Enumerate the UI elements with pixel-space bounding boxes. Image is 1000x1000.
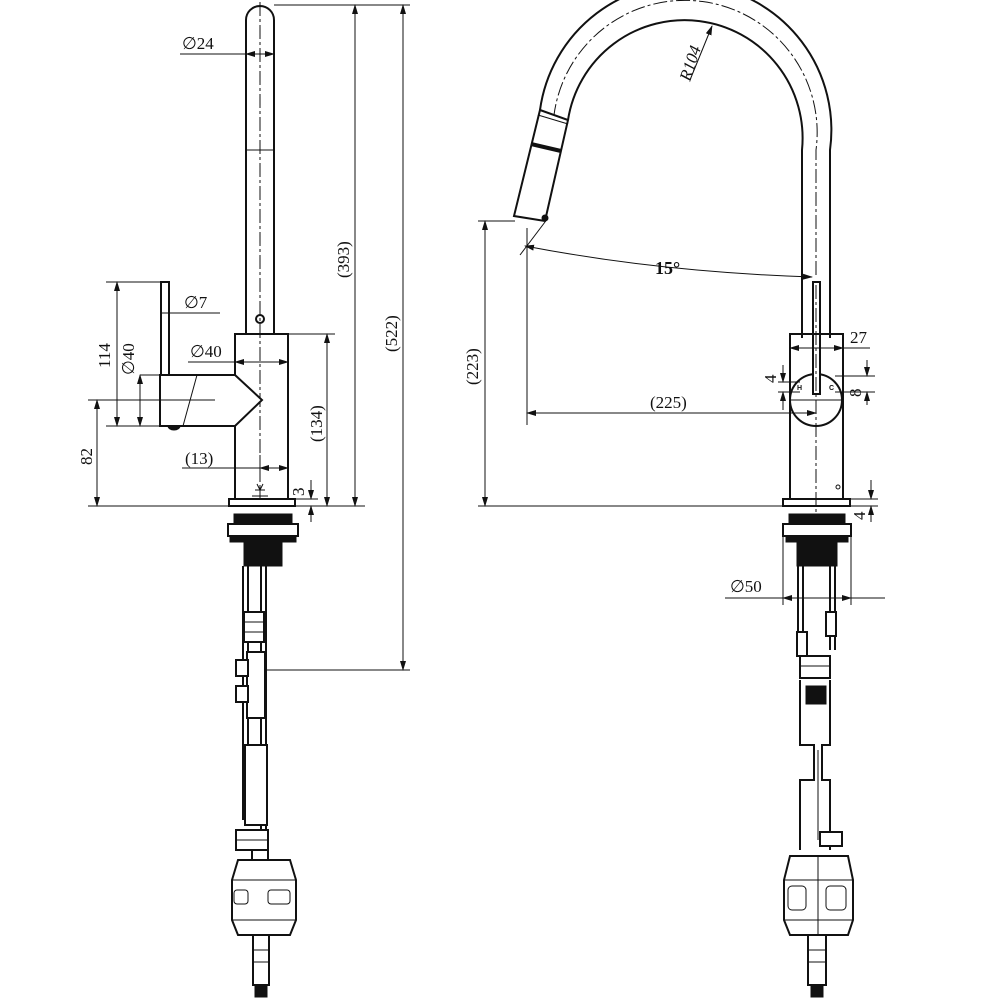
dim-offset: (13) <box>185 449 213 468</box>
gasket <box>233 513 293 525</box>
side-view: ∅24 ∅7 ∅40 ∅40 114 82 (13) 3 <box>77 2 410 998</box>
connector-tab-left <box>233 889 249 905</box>
aerator-hole <box>255 314 265 324</box>
dim-spout-diameter: ∅24 <box>182 34 214 53</box>
gooseneck-inner <box>567 19 804 338</box>
dim-indicator-height: 8 <box>846 389 865 398</box>
mounting-nut <box>229 535 297 543</box>
dim-reach: (225) <box>650 393 687 412</box>
hose-clip <box>235 659 249 677</box>
dim-total-height: (522) <box>382 315 401 352</box>
hose-clip-2 <box>235 685 249 703</box>
hose-weight <box>244 744 268 826</box>
front-mounting-plate <box>782 523 852 537</box>
dim-spout-height: (393) <box>334 241 353 278</box>
connector-stem <box>252 934 270 986</box>
front-gasket <box>788 513 846 525</box>
dim-base-diameter: ∅50 <box>730 577 762 596</box>
connector-neck <box>251 849 269 861</box>
front-base-plate <box>782 498 851 507</box>
front-fitting-left <box>796 631 808 657</box>
spray-head <box>512 108 570 223</box>
dim-base-plate: 3 <box>289 488 308 497</box>
dim-body-height: (134) <box>307 405 326 442</box>
front-fitting-right <box>825 611 837 637</box>
threaded-shank <box>243 541 283 567</box>
connector-tab-right <box>267 889 291 905</box>
dim-lever-base-height: 82 <box>77 448 96 465</box>
dim-lever-diameter: ∅7 <box>184 293 208 312</box>
dim-swivel-angle: 15° <box>655 258 680 278</box>
dim-body-diameter: ∅40 <box>190 342 222 361</box>
front-view: H C R104 <box>463 0 885 998</box>
mounting-plate <box>227 523 299 537</box>
cold-label: C <box>829 385 834 392</box>
front-connector-stem <box>807 934 827 986</box>
hot-label: H <box>797 385 802 392</box>
quick-connector <box>231 859 297 936</box>
front-tab-left <box>787 885 807 911</box>
connector-end <box>254 984 268 998</box>
front-hose-body <box>799 680 831 850</box>
lever-tip <box>167 425 181 431</box>
dim-lever-height: 114 <box>95 343 114 368</box>
front-connector-top <box>799 655 831 679</box>
dim-angle-arc <box>524 244 813 280</box>
base-plate <box>228 498 296 507</box>
front-threaded-shank <box>796 541 838 567</box>
dim-lever-width: 27 <box>850 328 868 347</box>
lever-pin <box>160 281 170 376</box>
front-connector-end <box>810 984 824 998</box>
front-hose-clip <box>805 685 827 705</box>
dim-line-radius <box>689 25 713 81</box>
front-mounting-nut <box>785 535 849 543</box>
brand-mark <box>252 483 268 497</box>
dim-bend-radius: R104 <box>675 43 705 84</box>
dim-outlet-height: (223) <box>463 348 482 385</box>
spray-head-ring <box>530 142 562 153</box>
gooseneck-outer <box>539 0 833 338</box>
front-tab-right <box>825 885 847 911</box>
hose-fitting <box>243 611 265 643</box>
dim-lever-knob-diameter: ∅40 <box>119 343 138 375</box>
pull-out-hose-block <box>246 651 266 719</box>
dim-indicator-gap: 4 <box>761 374 780 383</box>
dim-base-gap: 4 <box>850 511 869 520</box>
spray-nozzle <box>541 214 549 222</box>
front-hose-connector <box>819 831 843 847</box>
gooseneck-centerline <box>553 0 818 275</box>
